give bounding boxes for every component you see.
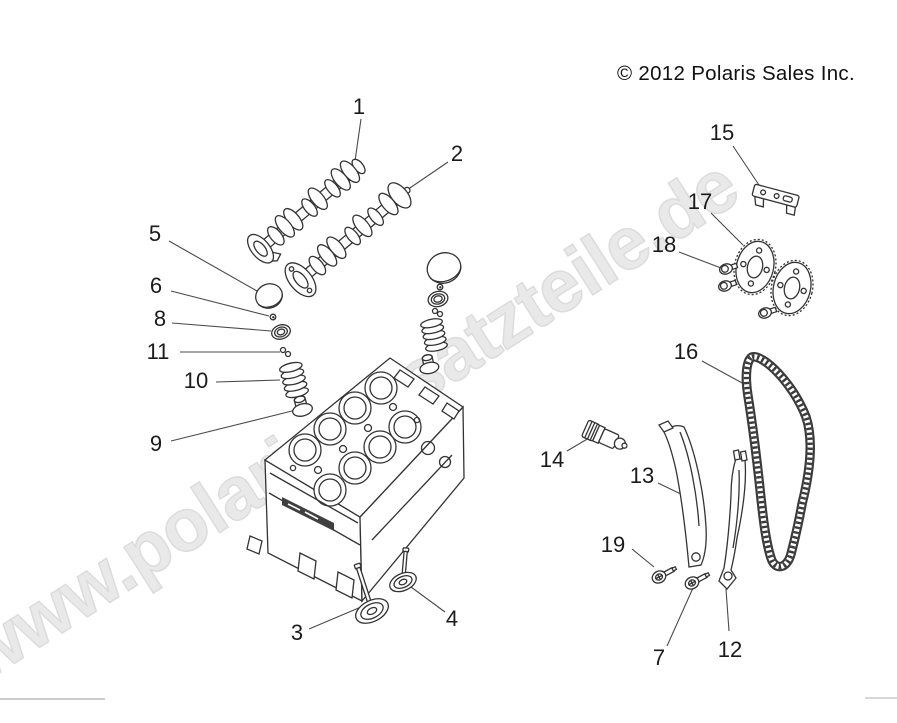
copyright-text: © 2012 Polaris Sales Inc. [617,62,855,85]
footer-rule-left [0,698,105,700]
callout-8: 8 [153,306,167,331]
valve-train-left [255,283,313,417]
chain-guard-bracket [751,183,800,217]
callout-2: 2 [450,141,464,166]
cam-chain [741,352,815,572]
valve-stem-seal [292,395,313,417]
valve-train-right [419,252,462,375]
callout-14: 14 [539,447,565,472]
callout-1: 1 [352,94,366,119]
split-keepers [279,346,292,358]
valve-stem-seal [419,354,440,375]
tappet-bucket [426,252,462,284]
valve-intake [353,562,389,624]
cylinder-head [246,357,465,603]
camshaft-intake [246,158,366,264]
valve-exhaust [389,547,417,593]
callout-9: 9 [149,431,163,456]
split-keepers [431,307,444,318]
guide-screw-19 [651,565,678,584]
callout-16: 16 [673,339,699,364]
callout-7: 7 [652,645,666,670]
valve-keeper [269,313,277,321]
camshaft-exhaust [284,182,412,298]
callout-17: 17 [687,189,713,214]
spring-retainer [427,290,449,308]
tappet-bucket [255,283,284,309]
callout-4: 4 [445,606,459,631]
callout-6: 6 [149,273,163,298]
callout-18: 18 [651,232,677,257]
tensioner-blade [658,420,707,568]
callout-19: 19 [600,532,626,557]
spring-retainer [271,324,291,340]
footer-rule-right [865,697,897,699]
guide-screw-7 [684,571,711,590]
callout-13: 13 [629,463,655,488]
callout-12: 12 [717,637,743,662]
chain-tensioner [581,419,628,450]
cam-sprocket-2 [770,259,814,317]
chain-guide [718,449,748,590]
valve-spring [420,318,448,352]
flange-bolts [717,262,778,319]
leader-lines [168,118,760,647]
valve-spring [279,361,309,399]
callout-5: 5 [148,221,162,246]
callout-10: 10 [183,368,209,393]
callout-15: 15 [709,120,735,145]
callout-11: 11 [146,339,170,364]
cam-sprocket-1 [733,238,777,296]
callout-3: 3 [290,620,304,645]
valve-keeper [436,283,444,291]
